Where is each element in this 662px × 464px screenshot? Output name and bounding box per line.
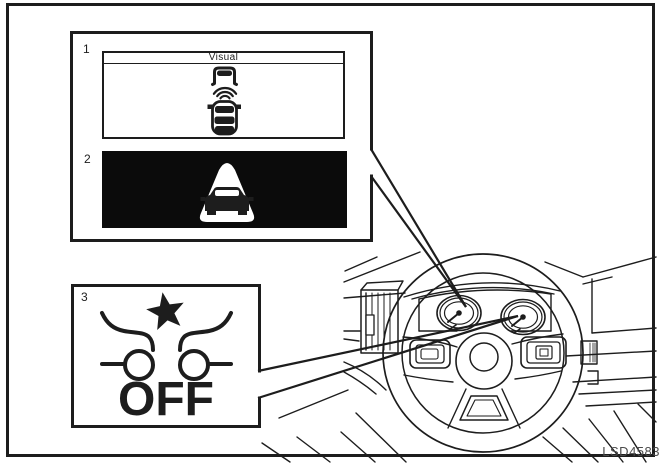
figure-code: LSD4583 bbox=[602, 444, 660, 459]
item-number-3: 3 bbox=[81, 290, 88, 304]
right-car-front-icon bbox=[178, 311, 233, 381]
left-car-front-icon bbox=[100, 311, 155, 381]
host-vehicle-icon bbox=[207, 100, 241, 136]
item-number-1: 1 bbox=[83, 42, 90, 56]
item-number-2: 2 bbox=[84, 152, 91, 166]
impact-star-icon bbox=[146, 292, 184, 330]
collision-warning-triangle-icon bbox=[199, 163, 255, 222]
off-switch-callout-box: 3 OFF bbox=[71, 284, 261, 428]
visual-warning-display: Visual bbox=[102, 51, 345, 139]
vehicle-detection-icon bbox=[207, 66, 241, 136]
off-label: OFF bbox=[118, 373, 214, 426]
collision-warning-display bbox=[102, 151, 347, 228]
vehicle-collision-icon bbox=[100, 292, 233, 381]
display-header: Visual bbox=[104, 53, 343, 64]
lead-vehicle-icon bbox=[211, 66, 238, 86]
radar-wave-icon bbox=[212, 86, 238, 100]
windshield-highlight bbox=[215, 190, 239, 196]
display-callout-box: 1 Visual bbox=[70, 31, 373, 242]
